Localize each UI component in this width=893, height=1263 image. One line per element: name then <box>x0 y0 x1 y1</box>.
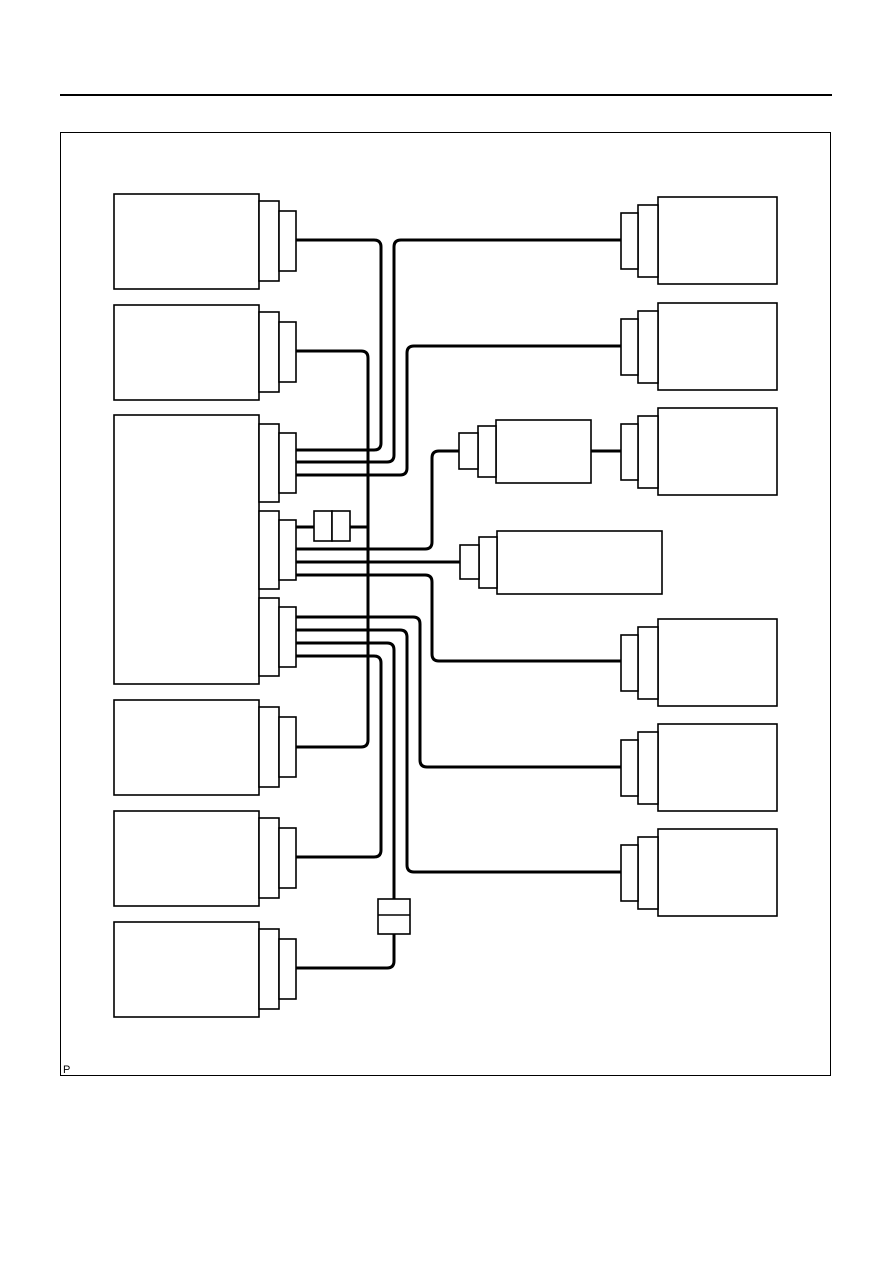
ecu-block-5 <box>113 810 297 907</box>
connector-housing-a <box>258 423 280 503</box>
wire-main-device6 <box>296 628 621 874</box>
connector-housing <box>258 817 280 899</box>
long-module <box>459 530 663 595</box>
connector-housing-b <box>258 510 280 590</box>
wire-harness <box>296 238 621 970</box>
connector-plug-a <box>278 432 297 494</box>
connector-plug <box>278 716 297 778</box>
connector-housing <box>637 415 659 489</box>
wire-main-junction-lower <box>296 641 396 899</box>
device-5 <box>620 723 778 812</box>
wire-main-block5 <box>296 654 383 859</box>
diagram-frame <box>60 132 831 1076</box>
connector-plug <box>620 739 639 797</box>
device-3 <box>620 407 778 496</box>
wire-device1-main <box>296 238 621 464</box>
sub-module <box>458 419 592 484</box>
device-2 <box>620 302 778 391</box>
connector-housing <box>258 928 280 1010</box>
wire-junction-lower-block6 <box>296 934 396 970</box>
connector-plug-b <box>278 519 297 581</box>
wire-main-submodule <box>296 449 459 551</box>
connector-plug-c <box>278 606 297 668</box>
connector-housing <box>637 204 659 278</box>
corner-label: P <box>63 1064 71 1076</box>
connector-housing <box>637 626 659 700</box>
connector-housing <box>258 200 280 282</box>
connector-housing-c <box>258 597 280 677</box>
connector-plug <box>620 212 639 270</box>
connector-housing <box>637 836 659 910</box>
connector-plug <box>459 544 480 580</box>
ecu-block-1 <box>113 193 297 290</box>
connector-housing <box>258 311 280 393</box>
connector-plug <box>278 938 297 1000</box>
header-rule <box>60 94 832 96</box>
connector-housing <box>478 536 498 589</box>
device-4 <box>620 618 778 707</box>
connector-housing <box>258 706 280 788</box>
connector-plug <box>620 423 639 481</box>
device-1 <box>620 196 778 285</box>
wire-main-device4 <box>296 573 621 663</box>
device-6 <box>620 828 778 917</box>
connector-plug <box>278 827 297 889</box>
wire-block1-main <box>296 238 383 452</box>
connector-plug <box>620 634 639 692</box>
junction-connector-lower <box>377 898 411 935</box>
connector-housing <box>637 731 659 805</box>
connector-plug <box>620 318 639 376</box>
wire-main-device5 <box>296 615 621 769</box>
main-ecu <box>113 414 297 685</box>
connector-plug <box>458 432 479 470</box>
connector-plug <box>620 844 639 902</box>
wire-device2-main <box>296 344 621 477</box>
ecu-block-4 <box>113 699 297 796</box>
connector-plug <box>278 210 297 272</box>
connector-housing <box>477 425 497 478</box>
ecu-block-6 <box>113 921 297 1018</box>
connector-plug <box>278 321 297 383</box>
connector-housing <box>637 310 659 384</box>
junction-connector-upper <box>313 510 351 542</box>
ecu-block-2 <box>113 304 297 401</box>
